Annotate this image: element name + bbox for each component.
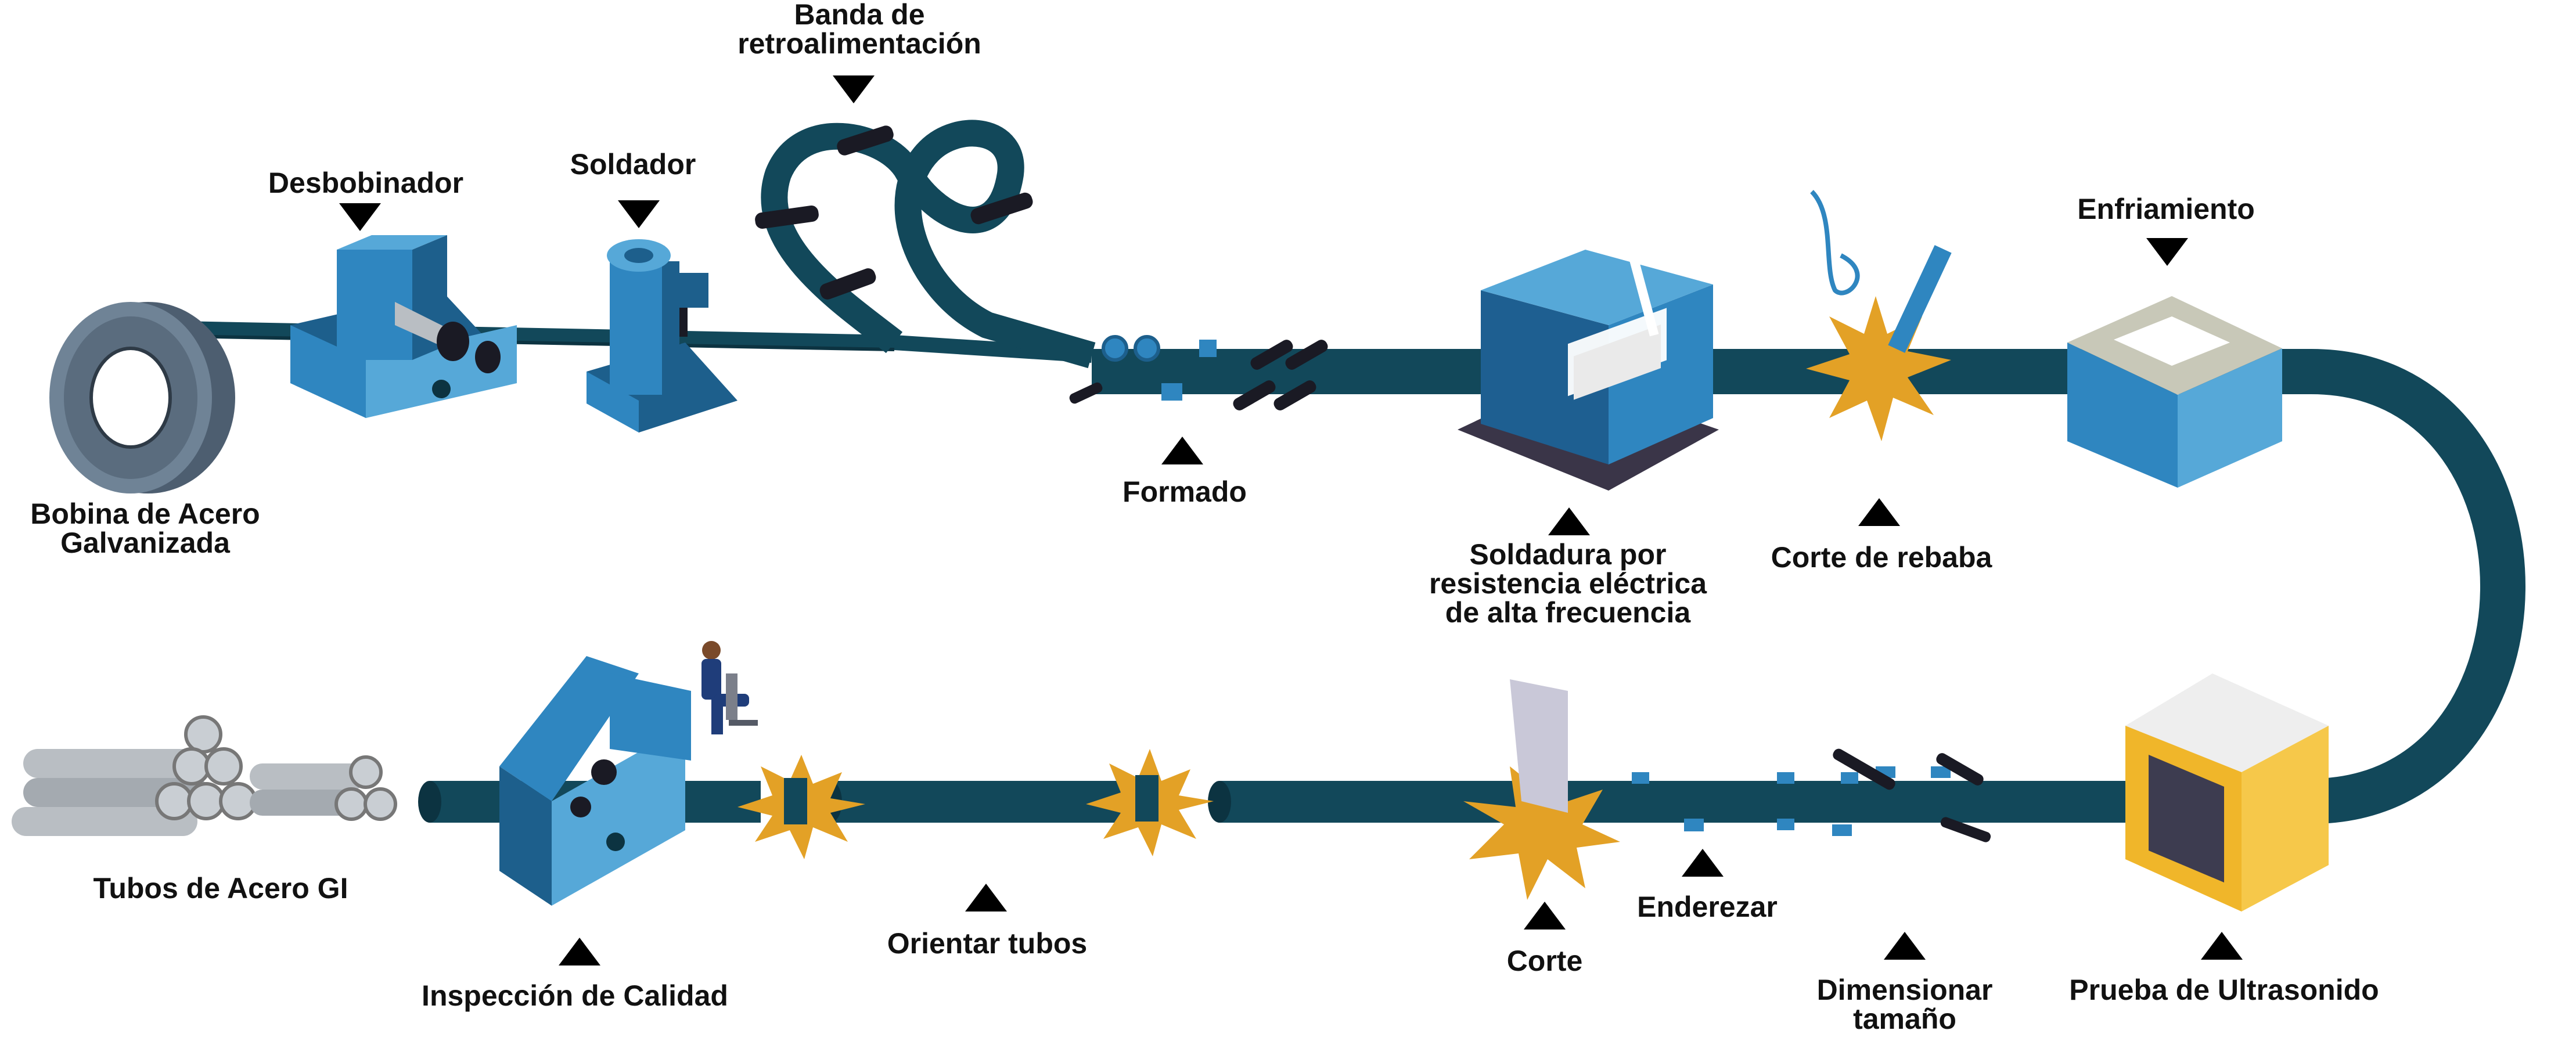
orient-marker — [965, 884, 1007, 912]
label-gi-tubes: Tubos de Acero GI — [93, 872, 348, 905]
label-ultrasonic: Prueba de Ultrasonido — [2069, 974, 2379, 1006]
gi-tubes-stack — [12, 715, 397, 836]
label-uncoiler: Desbobinador — [268, 167, 464, 199]
straighten-marker — [1682, 849, 1724, 877]
cooling-box — [2067, 296, 2282, 488]
ultrasonic-marker — [2201, 932, 2243, 960]
welder-machine — [587, 239, 737, 433]
label-burr-cut: Corte de rebaba — [1771, 541, 1992, 574]
hf-welding-marker — [1548, 507, 1590, 535]
orient-spark-2 — [1086, 749, 1214, 856]
inspection-machine — [499, 656, 691, 906]
burr-cut-spark — [1806, 190, 1952, 441]
label-welder: Soldador — [570, 148, 696, 181]
cooling-marker — [2146, 238, 2188, 266]
straighten-rollers — [1632, 772, 1704, 831]
label-inspection: Inspección de Calidad — [422, 979, 728, 1012]
operator-figure — [701, 641, 758, 734]
burr-cut-marker — [1858, 498, 1900, 526]
label-cut: Corte — [1506, 945, 1583, 977]
label-orient: Orientar tubos — [887, 927, 1088, 960]
sizing-marker — [1884, 932, 1926, 960]
label-cooling: Enfriamiento — [2077, 193, 2255, 225]
label-forming: Formado — [1122, 475, 1247, 508]
sizing-rollers — [1777, 748, 1991, 842]
cut-marker — [1524, 902, 1566, 929]
forming-marker — [1161, 437, 1203, 464]
inspection-marker — [559, 938, 600, 965]
orient-spark-1 — [737, 755, 865, 859]
forming-rollers — [1069, 335, 1328, 410]
hf-welding-machine — [1458, 244, 1719, 491]
feedback-loop — [761, 120, 1096, 369]
cut-station — [1463, 679, 1620, 900]
uncoiler-marker — [339, 203, 381, 231]
steel-coil — [49, 302, 235, 493]
feedback-rollers — [755, 125, 1033, 300]
ultrasonic-box — [2125, 673, 2329, 912]
uncoiler-machine — [290, 235, 517, 418]
bottom-pipe-right — [1568, 781, 2183, 823]
label-straighten: Enderezar — [1637, 891, 1778, 923]
top-pipe — [1092, 349, 2525, 824]
feedback-band-marker — [833, 75, 875, 103]
welder-marker — [618, 200, 660, 228]
